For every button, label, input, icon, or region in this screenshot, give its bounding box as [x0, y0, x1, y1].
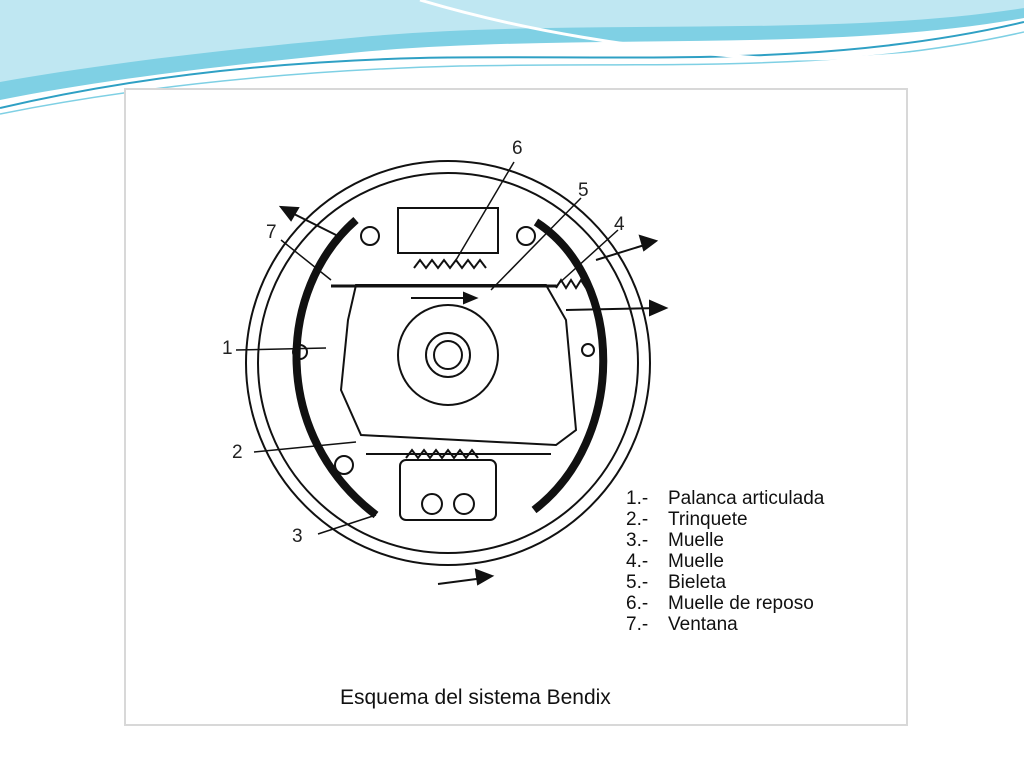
callout-2: 2: [232, 442, 243, 463]
wheel-cylinder: [397, 207, 499, 254]
leader-5: [490, 197, 582, 291]
right-pivot: [581, 343, 595, 357]
diagram-figure: 6 5 4 7 1 2 3 1.-Palanca articulada 2.-T…: [124, 88, 908, 726]
legend-item: 3.-Muelle: [626, 530, 724, 551]
anchor-hole-right: [453, 493, 475, 515]
leader-3: [317, 514, 377, 535]
callout-5: 5: [578, 180, 589, 201]
cylinder-pin-right: [516, 226, 536, 246]
backing-plate: [339, 284, 578, 447]
callout-4: 4: [614, 214, 625, 235]
wave-band-light: [0, 0, 1024, 82]
strut-spring: [555, 278, 587, 290]
bendix-brake-drawing: [235, 160, 669, 586]
leader-2: [253, 441, 357, 453]
arrow-right-line: [565, 307, 662, 311]
legend-item: 4.-Muelle: [626, 551, 724, 572]
figure-caption: Esquema del sistema Bendix: [340, 686, 611, 709]
return-spring-top: [413, 258, 487, 270]
hub-outer: [397, 304, 499, 406]
hub-middle: [425, 332, 471, 378]
legend: 1.-Palanca articulada 2.-Trinquete 3.-Mu…: [626, 488, 824, 635]
legend-item: 7.-Ventana: [626, 614, 738, 635]
callout-7: 7: [266, 222, 277, 243]
drum-inner-ring: [257, 172, 639, 554]
wave-line-1: [0, 21, 1024, 109]
drum-outer-ring: [245, 160, 651, 566]
callout-6: 6: [512, 138, 523, 159]
ratchet-pivot: [334, 455, 354, 475]
cylinder-pin-left: [360, 226, 380, 246]
leader-6: [455, 161, 515, 261]
callout-1: 1: [222, 338, 233, 359]
arrow-strut-head: [463, 291, 479, 305]
anchor-hole-left: [421, 493, 443, 515]
lever-pivot: [292, 344, 308, 360]
arrow-right-head: [649, 299, 669, 317]
callout-3: 3: [292, 526, 303, 547]
legend-item: 5.-Bieleta: [626, 572, 727, 593]
leader-4: [555, 229, 619, 287]
return-spring-bottom: [405, 448, 479, 460]
arrow-top-left-head: [278, 205, 300, 222]
left-shoe-lining: [292, 216, 379, 519]
legend-item: 1.-Palanca articulada: [626, 488, 825, 509]
arrow-top-right-head: [638, 234, 659, 252]
wave-line-3: [419, 0, 1024, 61]
legend-item: 2.-Trinquete: [626, 509, 748, 530]
hub-inner: [433, 340, 463, 370]
anchor-block: [399, 459, 497, 521]
leader-1: [235, 347, 327, 351]
arrow-rotation-head: [474, 568, 495, 586]
leader-7: [280, 239, 332, 281]
right-shoe-lining: [531, 218, 608, 514]
legend-item: 6.-Muelle de reposo: [626, 593, 814, 614]
